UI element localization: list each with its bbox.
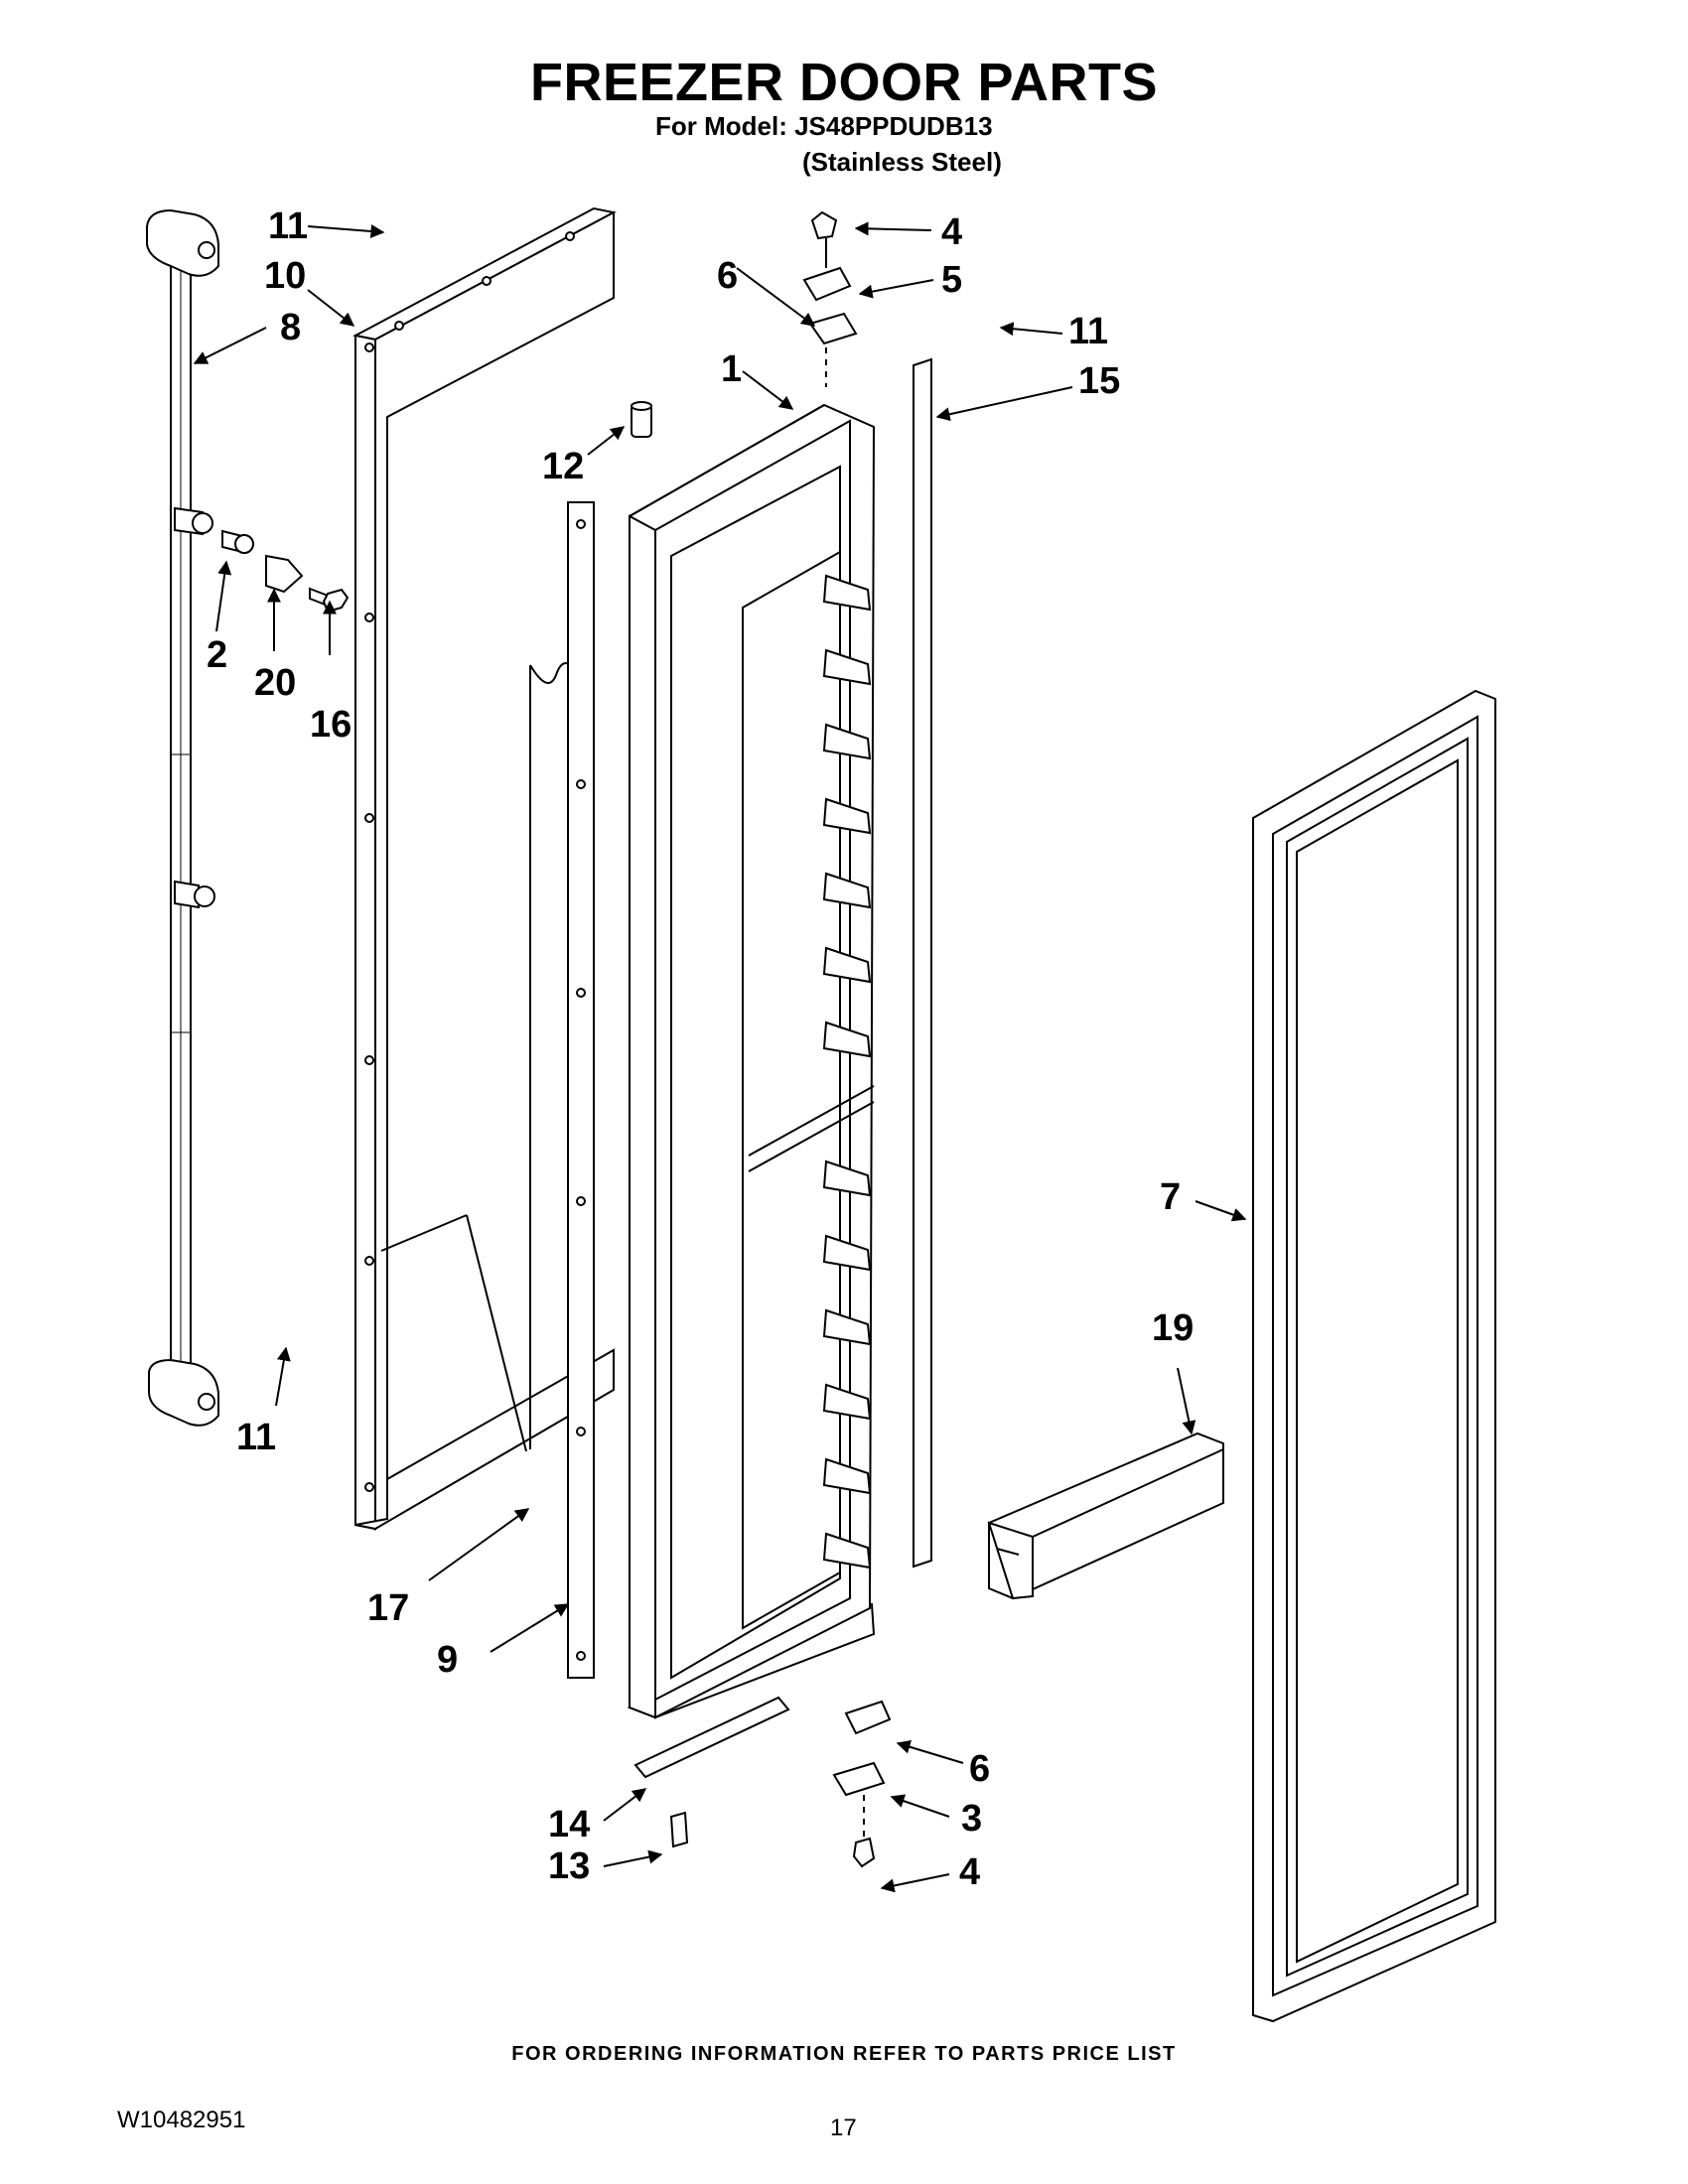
model-number: For Model: JS48PPDUDB13 xyxy=(655,111,993,141)
page-number: 17 xyxy=(830,2115,857,2141)
callout-label: 14 xyxy=(548,1804,590,1845)
callout-leaders xyxy=(193,221,1247,1893)
callout-label: 15 xyxy=(1078,360,1120,402)
callout-label: 13 xyxy=(548,1845,590,1887)
callout-label: 4 xyxy=(959,1851,980,1893)
callout-label: 11 xyxy=(236,1417,276,1458)
callout-label: 20 xyxy=(254,662,296,704)
callout-label: 12 xyxy=(542,446,584,487)
door-gasket xyxy=(1252,689,1496,2023)
callout-label: 4 xyxy=(941,211,962,253)
callout-label: 11 xyxy=(1068,311,1108,352)
callout-label: 5 xyxy=(941,259,962,301)
callout-label: 11 xyxy=(268,205,308,247)
callout-label: 7 xyxy=(1160,1176,1181,1218)
callout-label: 1 xyxy=(721,348,742,390)
door-trim-strip xyxy=(567,501,595,1679)
model-variant: (Stainless Steel) xyxy=(802,147,1002,177)
callout-label: 6 xyxy=(969,1748,990,1790)
callout-label: 6 xyxy=(717,255,738,297)
document-id: W10482951 xyxy=(117,2107,246,2133)
door-shelf-tabs xyxy=(822,574,872,1570)
page-title: FREEZER DOOR PARTS xyxy=(529,53,1159,112)
ordering-note: FOR ORDERING INFORMATION REFER TO PARTS … xyxy=(511,2043,1177,2065)
handle-mount-hardware xyxy=(221,529,350,614)
side-trim xyxy=(913,357,932,1569)
callout-label: 2 xyxy=(207,634,227,676)
outer-door-frame xyxy=(352,206,617,1532)
callout-labels: 11 10 8 2 20 16 11 17 9 4 6 5 1 12 11 15… xyxy=(207,205,1194,1893)
upper-hinge-hardware xyxy=(802,210,858,387)
door-handle xyxy=(146,208,219,1427)
door-bin xyxy=(987,1432,1224,1600)
callout-label: 10 xyxy=(264,255,306,297)
callout-label: 3 xyxy=(961,1798,982,1840)
lower-hinge-hardware xyxy=(633,1696,892,1868)
callout-label: 16 xyxy=(310,704,352,746)
plug xyxy=(631,401,652,438)
callout-label: 8 xyxy=(280,307,301,348)
callout-label: 19 xyxy=(1152,1307,1194,1349)
callout-label: 17 xyxy=(367,1587,409,1629)
callout-label: 9 xyxy=(437,1639,458,1681)
door-insulation xyxy=(380,662,581,1452)
door-liner xyxy=(627,403,876,1719)
